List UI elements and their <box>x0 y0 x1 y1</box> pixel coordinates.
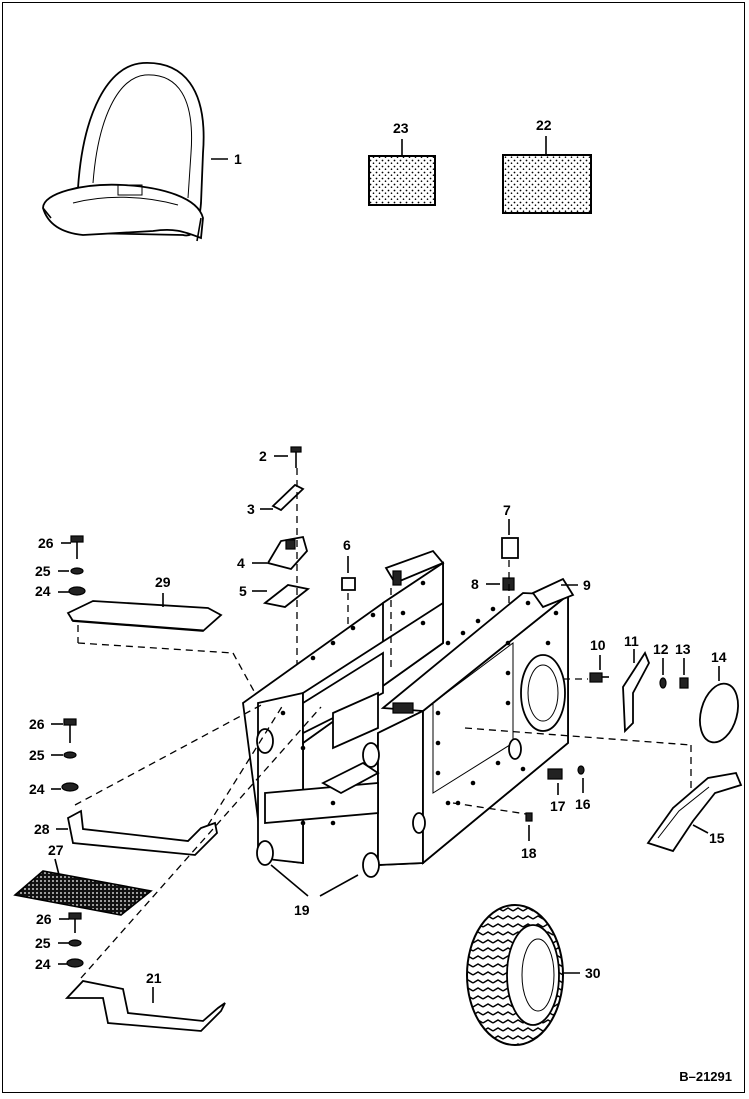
cover-hardware <box>563 649 689 734</box>
plate-29 <box>66 593 256 694</box>
callout-1: 1 <box>234 151 242 167</box>
callout-3: 3 <box>247 501 255 517</box>
tire-30 <box>466 904 580 1046</box>
callout-22: 22 <box>536 117 552 133</box>
callout-25-bottom: 25 <box>35 935 51 951</box>
callout-29: 29 <box>155 574 171 590</box>
callout-12: 12 <box>653 641 669 657</box>
callout-23: 23 <box>393 120 409 136</box>
step-15 <box>646 771 743 853</box>
callout-4: 4 <box>237 555 245 571</box>
callout-16: 16 <box>575 796 591 812</box>
pad-23 <box>368 139 436 206</box>
callout-6: 6 <box>343 537 351 553</box>
callout-30: 30 <box>585 965 601 981</box>
main-frame <box>242 549 692 878</box>
callout-19: 19 <box>294 902 310 918</box>
mat-27 <box>13 858 153 916</box>
callout-27: 27 <box>48 842 64 858</box>
callout-26-middle: 26 <box>29 716 45 732</box>
access-cover-14 <box>699 666 739 744</box>
callout-15: 15 <box>709 830 725 846</box>
callout-7: 7 <box>503 502 511 518</box>
fastener-stack-top <box>58 535 86 596</box>
callout-25-top: 25 <box>35 563 51 579</box>
callout-25-middle: 25 <box>29 747 45 763</box>
drawing-code: B–21291 <box>679 1069 732 1084</box>
pad-22 <box>502 136 592 214</box>
callout-9: 9 <box>583 577 591 593</box>
callout-26-bottom: 26 <box>36 911 52 927</box>
leader-19 <box>270 864 359 897</box>
fastener-stack-middle <box>51 718 79 792</box>
fasteners-16-17-18 <box>452 765 585 841</box>
callout-8: 8 <box>471 576 479 592</box>
callout-14: 14 <box>711 649 727 665</box>
callout-24-top: 24 <box>35 583 51 599</box>
bracket-28 <box>56 702 284 856</box>
fastener-stack-bottom <box>58 912 84 968</box>
callout-24-bottom: 24 <box>35 956 51 972</box>
callout-21: 21 <box>146 970 162 986</box>
pivot-hardware <box>252 446 311 703</box>
callout-24-middle: 24 <box>29 781 45 797</box>
callout-18: 18 <box>521 845 537 861</box>
bracket-21 <box>64 706 322 1032</box>
callout-labels: 1 2 3 4 5 6 7 8 9 10 11 12 13 14 15 16 1… <box>29 117 727 986</box>
seat <box>42 62 228 242</box>
callout-2: 2 <box>259 448 267 464</box>
callout-28: 28 <box>34 821 50 837</box>
callout-11: 11 <box>624 633 639 649</box>
callout-13: 13 <box>675 641 691 657</box>
callout-5: 5 <box>239 583 247 599</box>
callout-17: 17 <box>550 798 566 814</box>
callout-10: 10 <box>590 637 606 653</box>
exploded-view: 1 2 3 4 5 6 7 8 9 10 11 12 13 14 15 16 1… <box>13 62 743 1046</box>
callout-26-top: 26 <box>38 535 54 551</box>
